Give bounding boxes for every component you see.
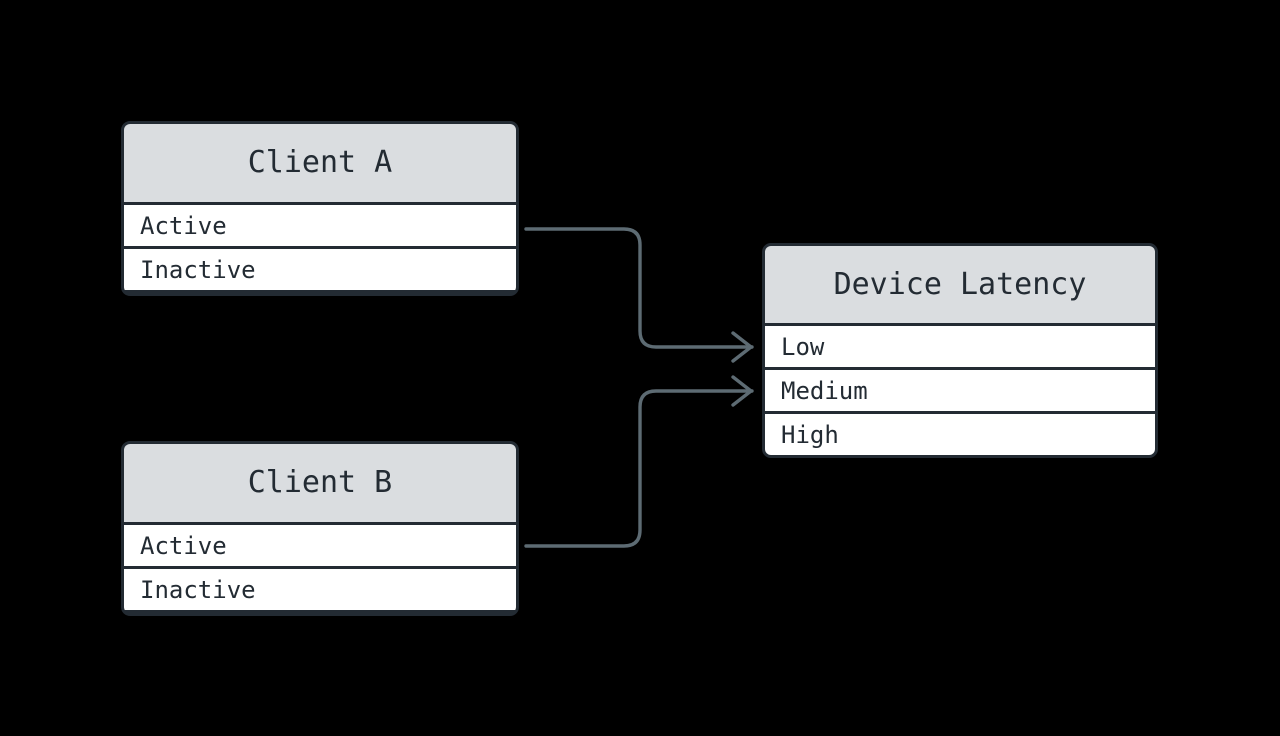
entity-device-latency-title: Device Latency (765, 246, 1155, 323)
entity-client-b-row-inactive[interactable]: Inactive (124, 566, 516, 610)
entity-client-b-row-active[interactable]: Active (124, 522, 516, 566)
entity-device-latency-row-medium[interactable]: Medium (765, 367, 1155, 411)
edge-client-b-active-to-medium (524, 389, 754, 548)
entity-client-a-row-inactive[interactable]: Inactive (124, 246, 516, 290)
entity-device-latency-row-high[interactable]: High (765, 411, 1155, 455)
entity-client-b[interactable]: Client B Active Inactive (121, 441, 519, 616)
entity-client-b-title: Client B (124, 444, 516, 522)
entity-client-b-rows: Active Inactive (124, 522, 516, 610)
entity-client-a-rows: Active Inactive (124, 202, 516, 290)
entity-client-a-title: Client A (124, 124, 516, 202)
edge-arrowhead-medium (731, 375, 753, 407)
entity-client-a-row-active[interactable]: Active (124, 202, 516, 246)
entity-device-latency-rows: Low Medium High (765, 323, 1155, 455)
entity-client-a[interactable]: Client A Active Inactive (121, 121, 519, 296)
entity-device-latency-row-low[interactable]: Low (765, 323, 1155, 367)
edge-arrowhead-low (731, 331, 753, 363)
entity-device-latency[interactable]: Device Latency Low Medium High (762, 243, 1158, 458)
edge-client-a-active-to-low (524, 227, 754, 349)
